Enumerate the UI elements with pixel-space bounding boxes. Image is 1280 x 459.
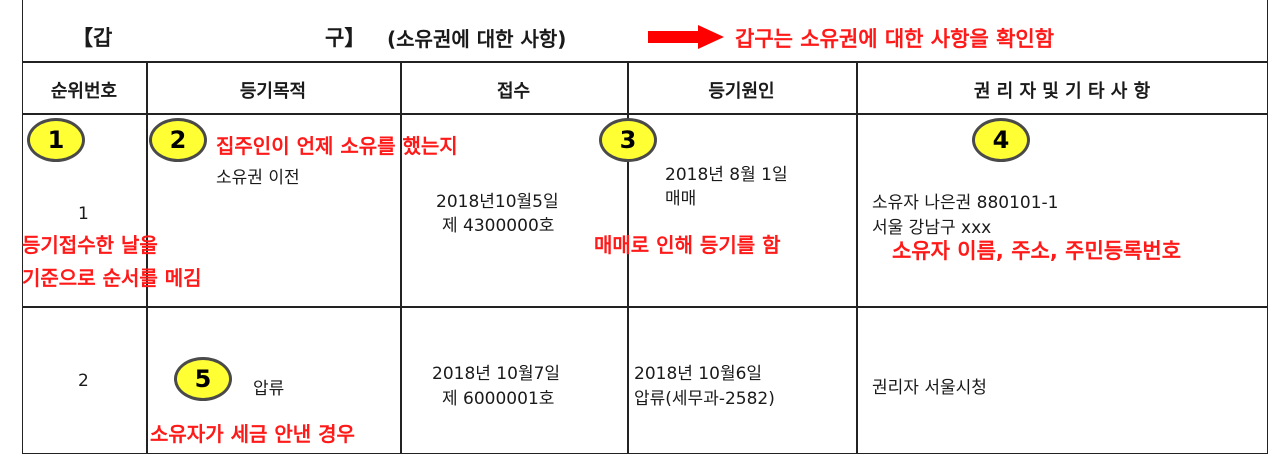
section-title-paren: (소유권에 대한 사항) xyxy=(387,27,567,51)
table-border xyxy=(22,0,1268,454)
col-header-cause: 등기원인 xyxy=(708,81,775,102)
section-title-left: 【갑 xyxy=(72,26,113,50)
col-divider-1 xyxy=(146,61,148,454)
marker-3: 3 xyxy=(599,118,657,162)
row2-holder: 권리자 서울시청 xyxy=(872,378,987,398)
row1-cause-date: 2018년 8월 1일 xyxy=(665,165,788,185)
annotation-purpose: 집주인이 언제 소유를 했는지 xyxy=(216,134,458,158)
annotation-holder: 소유자 이름, 주소, 주민등록번호 xyxy=(892,239,1182,263)
marker-1: 1 xyxy=(27,118,85,162)
row2-receipt-date: 2018년 10월7일 xyxy=(432,364,561,384)
row1-rank: 1 xyxy=(78,204,89,224)
col-divider-3 xyxy=(627,61,629,454)
col-header-rank: 순위번호 xyxy=(50,81,118,102)
row2-purpose: 압류 xyxy=(253,379,285,399)
col-header-purpose: 등기목적 xyxy=(239,81,307,102)
annotation-seizure: 소유자가 세금 안낸 경우 xyxy=(150,422,355,446)
marker-4: 4 xyxy=(972,118,1030,162)
row2-cause-date: 2018년 10월6일 xyxy=(634,364,763,384)
row1-receipt-number: 제 4300000호 xyxy=(442,216,555,236)
annotation-rank-line1: 등기접수한 날을 xyxy=(22,233,158,257)
annotation-rank-line2: 기준으로 순서를 메김 xyxy=(22,266,202,290)
row1-purpose: 소유권 이전 xyxy=(216,168,300,188)
col-divider-4 xyxy=(856,61,858,454)
marker-5: 5 xyxy=(174,357,232,401)
title-divider xyxy=(22,61,1268,63)
col-header-receipt: 접수 xyxy=(496,81,531,102)
section-note: 갑구는 소유권에 대한 사항을 확인함 xyxy=(735,27,1055,51)
row2-receipt-number: 제 6000001호 xyxy=(442,389,555,409)
row1-holder-address: 서울 강남구 xxx xyxy=(872,218,992,238)
row1-receipt-date: 2018년10월5일 xyxy=(436,192,559,212)
section-title-right: 구】 xyxy=(325,26,366,50)
col-divider-2 xyxy=(400,61,402,454)
annotation-cause: 매매로 인해 등기를 함 xyxy=(594,233,781,257)
right-arrow-icon xyxy=(648,25,724,49)
row-divider xyxy=(22,306,1268,308)
row1-cause-type: 매매 xyxy=(665,189,697,209)
col-header-holder: 권 리 자 및 기 타 사 항 xyxy=(973,81,1151,102)
header-divider xyxy=(22,113,1268,115)
row1-holder-owner: 소유자 나은권 880101-1 xyxy=(872,193,1059,213)
row2-cause-detail: 압류(세무과-2582) xyxy=(634,389,775,409)
row2-rank: 2 xyxy=(78,371,89,391)
marker-2: 2 xyxy=(149,118,207,162)
